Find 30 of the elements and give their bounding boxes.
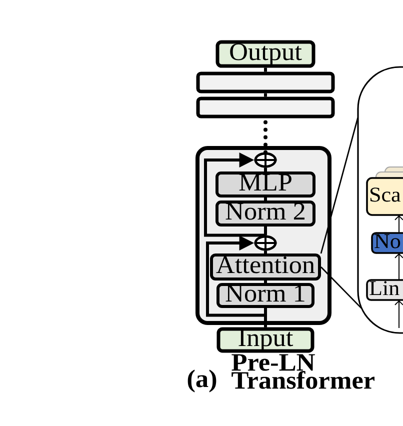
io-box: Input (216, 327, 314, 353)
connector-line (264, 226, 267, 236)
sum-circle (254, 235, 277, 251)
layer-box: Norm 1 (216, 283, 314, 308)
connector-line (264, 168, 267, 172)
layer-box: MLP (216, 172, 316, 198)
connector-line (264, 280, 267, 283)
arrow (394, 215, 403, 234)
stacked-box: Sca (366, 166, 403, 216)
connector-line (264, 68, 267, 72)
arrow (394, 253, 403, 280)
caption: Pre-LN Transformer (232, 354, 374, 389)
zoom-panel (357, 66, 403, 334)
layer-box: Lin (366, 279, 403, 301)
layer-bar (196, 72, 335, 94)
residual-arrow (204, 152, 266, 237)
layer-box: No (371, 232, 403, 254)
sum-circle (254, 152, 277, 168)
layer-box: Attention (210, 254, 321, 280)
zoom-line (320, 118, 358, 254)
arrow (394, 300, 403, 328)
zoom-line (320, 266, 362, 309)
layer-bar (196, 96, 335, 118)
connector-line (264, 250, 267, 254)
io-box: Output (216, 40, 316, 68)
residual-arrow (206, 236, 267, 328)
subfigure-label: (a) (188, 370, 216, 392)
connector-line (264, 198, 267, 200)
layer-box: Norm 2 (216, 200, 316, 226)
connector-line (264, 93, 267, 97)
